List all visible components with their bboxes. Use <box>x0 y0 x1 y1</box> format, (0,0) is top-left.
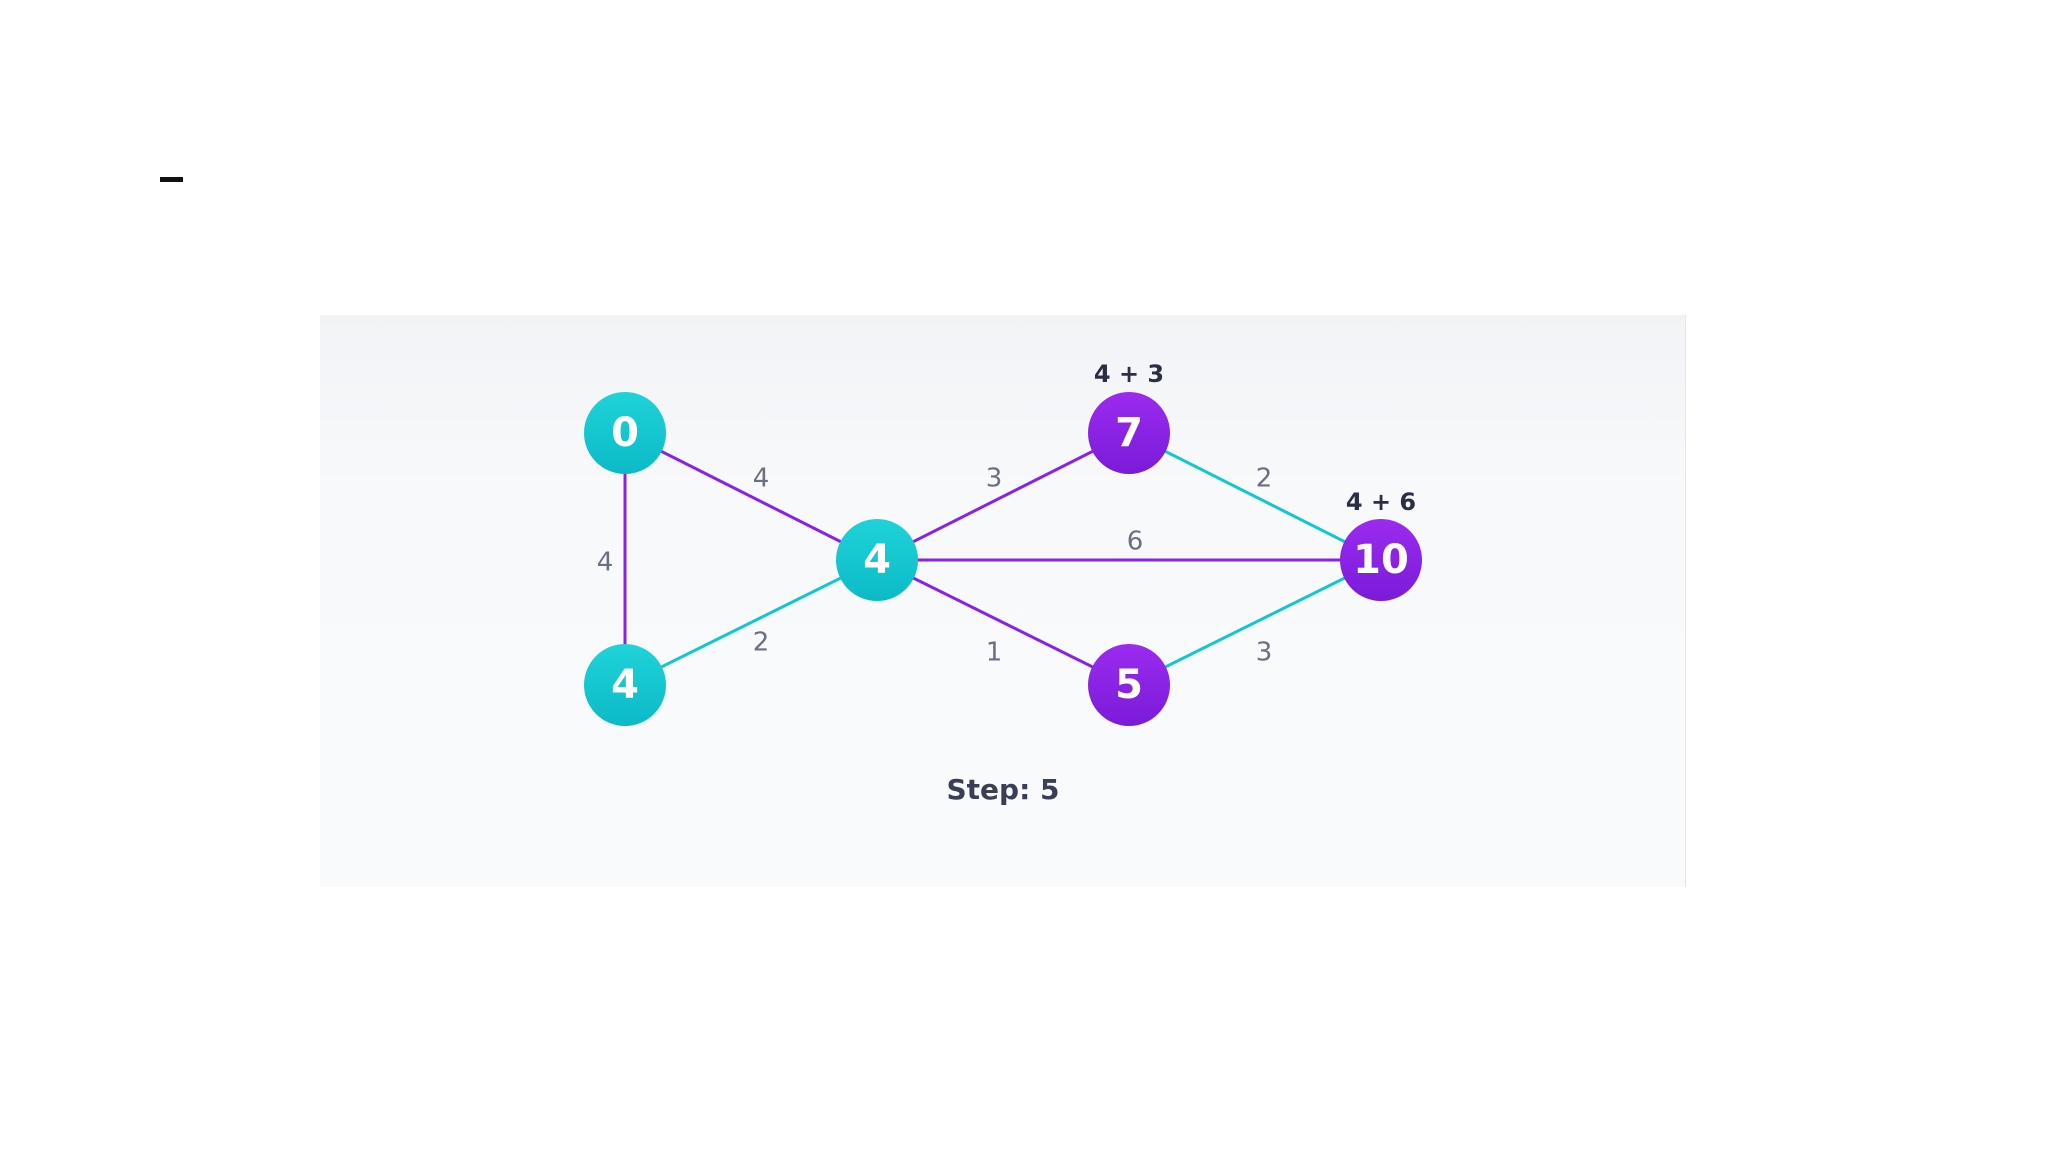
node-b: 4 <box>836 519 918 601</box>
edge-d-e <box>1128 431 1382 562</box>
graph-diagram: 4 4 2 3 6 1 2 3 0 4 4 7 10 5 4 + 3 4 + 6 <box>584 360 1422 726</box>
edges-layer <box>623 431 1382 687</box>
node-a: 0 <box>584 392 666 474</box>
nodes-layer: 0 4 4 7 10 5 <box>584 392 1422 726</box>
node-c: 4 <box>584 644 666 726</box>
node-distance-label: 5 <box>1115 662 1143 708</box>
dash-mark <box>160 177 183 182</box>
edge-f-e <box>1128 558 1382 687</box>
edge-weight-label: 6 <box>1127 527 1144 557</box>
edge-weight-label: 1 <box>986 638 1003 668</box>
node-circle <box>1088 644 1170 726</box>
node-circle <box>836 519 918 601</box>
edge-b-f <box>876 558 1130 687</box>
edge-weight-label: 4 <box>753 464 770 494</box>
annotations-layer: 4 + 3 4 + 6 <box>1094 360 1416 516</box>
graph-panel: 4 4 2 3 6 1 2 3 0 4 4 7 10 5 4 + 3 4 + 6 Step: 5 <box>320 315 1686 887</box>
node-e: 10 <box>1340 519 1422 601</box>
node-sum-annotation: 4 + 3 <box>1094 360 1164 388</box>
node-distance-label: 4 <box>863 537 891 583</box>
node-distance-label: 0 <box>611 410 639 456</box>
edge-weight-label: 3 <box>1256 638 1273 668</box>
edge-c-b <box>624 558 878 687</box>
step-label: Step: 5 <box>946 773 1060 806</box>
edge-b-d <box>876 431 1130 562</box>
node-circle <box>584 644 666 726</box>
edge-labels-layer: 4 4 2 3 6 1 2 3 <box>597 464 1273 668</box>
node-distance-label: 10 <box>1353 537 1409 583</box>
node-sum-annotation: 4 + 6 <box>1346 488 1416 516</box>
node-distance-label: 7 <box>1115 410 1143 456</box>
node-f: 5 <box>1088 644 1170 726</box>
edge-weight-label: 2 <box>753 628 770 658</box>
node-circle <box>1340 519 1422 601</box>
node-d: 7 <box>1088 392 1170 474</box>
node-circle <box>584 392 666 474</box>
edge-weight-label: 3 <box>986 464 1003 494</box>
edge-weight-label: 4 <box>597 548 614 578</box>
node-distance-label: 4 <box>611 662 639 708</box>
node-circle <box>1088 392 1170 474</box>
edge-a-b <box>624 431 878 562</box>
edge-weight-label: 2 <box>1256 464 1273 494</box>
